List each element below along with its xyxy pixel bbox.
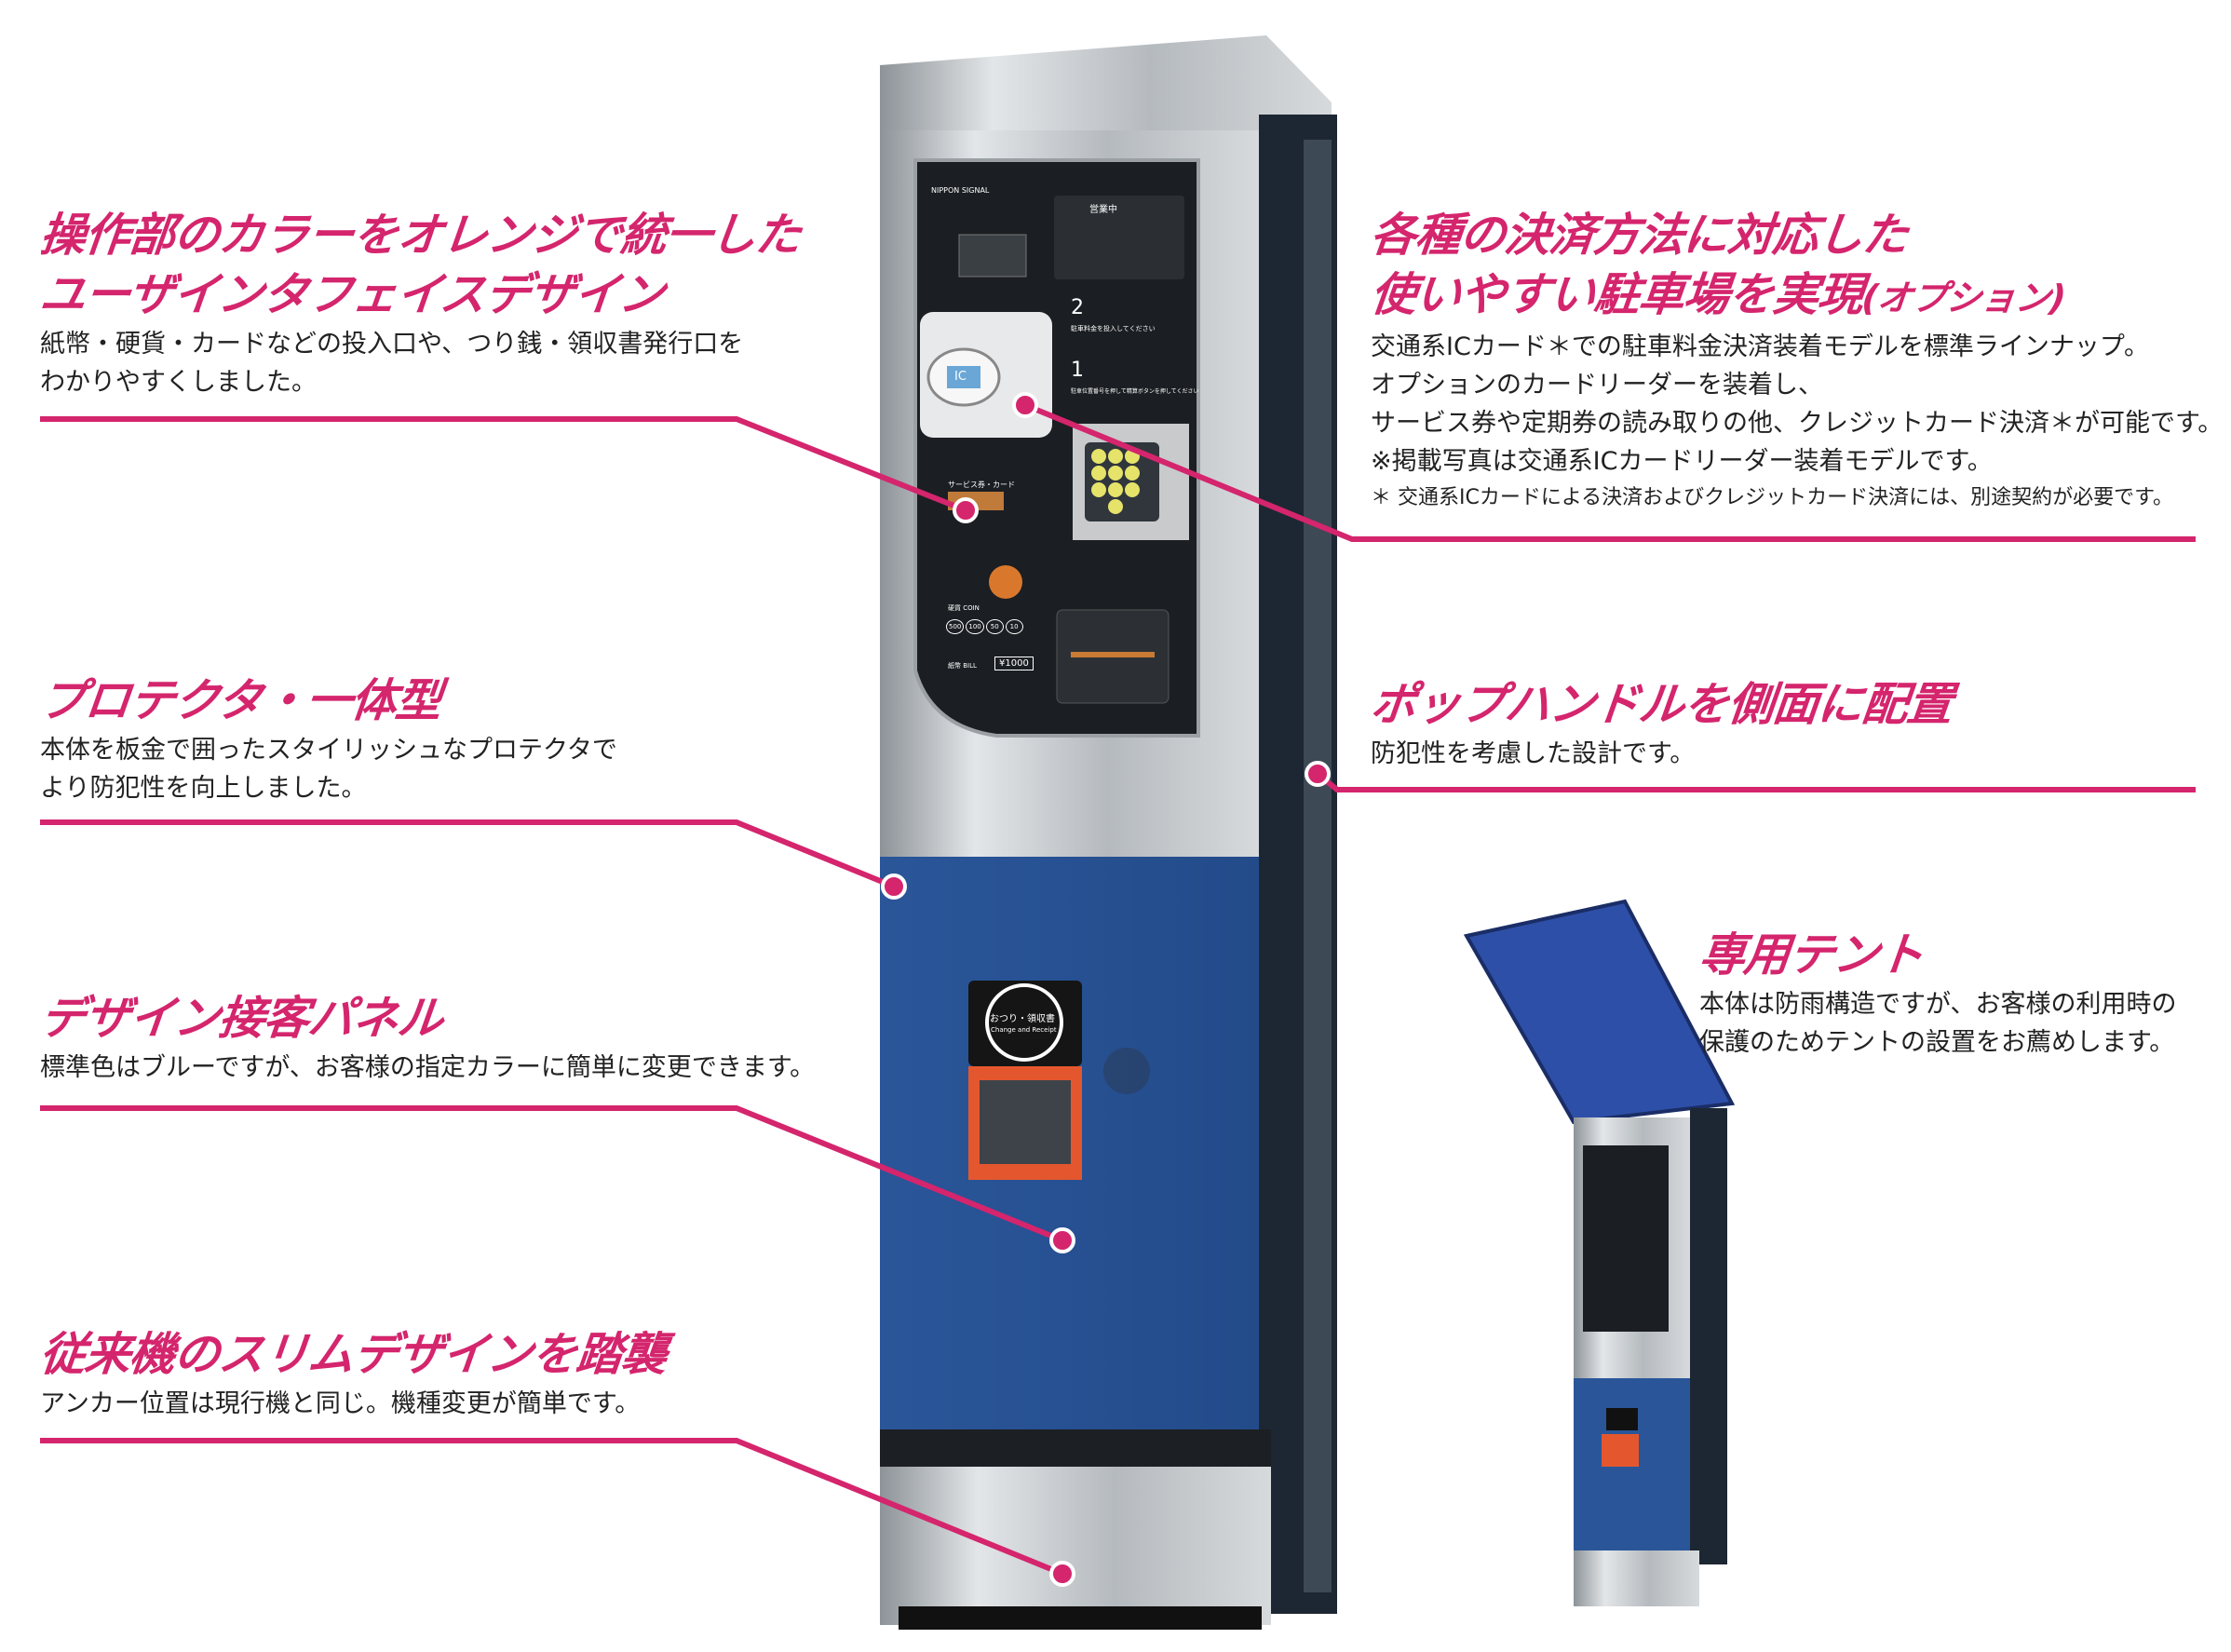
callout-payment: 各種の決済方法に対応した 使いやすい駐車場を実現(オプション) 交通系ICカード… — [1368, 206, 2224, 516]
ic-logo — [947, 366, 980, 388]
callout-body: より防犯性を向上しました。 — [40, 774, 367, 803]
step1-number: 1 — [1071, 359, 1084, 382]
coin-denominations: 500 100 50 10 — [946, 619, 1023, 634]
tent-machine — [1463, 899, 1736, 1606]
display-window — [958, 234, 1027, 278]
leader-payment — [1023, 402, 2196, 542]
main-machine — [880, 35, 1337, 1630]
leader-interface — [40, 416, 967, 513]
callout-heading: 使いやすい駐車場を実現(オプション) — [1368, 268, 2067, 321]
coin-slot — [989, 565, 1022, 599]
callout-body: ※掲載写真は交通系ICカードリーダー装着モデルです。 — [1371, 447, 1993, 476]
callout-heading: 従来機のスリムデザインを踏襲 — [37, 1328, 669, 1381]
callout-heading: ユーザインタフェイスデザイン — [37, 268, 667, 321]
leader-dots — [881, 392, 1331, 1587]
callout-interface: 操作部のカラーをオレンジで統一した ユーザインタフェイスデザイン 紙幣・硬貨・カ… — [37, 206, 803, 401]
bill-label: 紙幣 BILL — [948, 662, 977, 670]
step2-text: 駐車料金を投入してください — [1071, 325, 1156, 332]
callout-heading: プロテクタ・一体型 — [37, 674, 444, 727]
callout-heading: デザイン接客パネル — [37, 992, 446, 1045]
brand-label: NIPPON SIGNAL — [931, 186, 990, 195]
status-label: 営業中 — [1089, 205, 1117, 215]
callout-heading: ポップハンドルを側面に配置 — [1368, 678, 1955, 731]
leader-protector — [40, 819, 896, 889]
callout-slim: 従来機のスリムデザインを踏襲 アンカー位置は現行機と同じ。機種変更が簡単です。 — [37, 1325, 669, 1423]
callout-body: アンカー位置は現行機と同じ。機種変更が簡単です。 — [40, 1389, 641, 1418]
callout-body: 防犯性を考慮した設計です。 — [1371, 739, 1696, 768]
callout-body: 本体は防雨構造ですが、お客様の利用時の — [1699, 990, 2177, 1019]
callout-heading: 操作部のカラーをオレンジで統一した — [37, 209, 804, 262]
callout-body: 標準色はブルーですが、お客様の指定カラーに簡単に変更できます。 — [40, 1053, 816, 1082]
ic-label: IC — [954, 370, 967, 384]
leader-handle — [1316, 771, 2196, 792]
callout-body: サービス券や定期券の読み取りの他、クレジットカード決済＊が可能です。 — [1371, 409, 2224, 438]
callout-protector: プロテクタ・一体型 本体を板金で囲ったスタイリッシュなプロテクタで より防犯性を… — [37, 671, 617, 807]
step2-number: 2 — [1071, 296, 1084, 319]
callout-tent: 専用テント 本体は防雨構造ですが、お客様の利用時の 保護のためテントの設置をお薦… — [1697, 926, 2177, 1062]
callout-body: 交通系ICカード＊での駐車料金決済装着モデルを標準ラインナップ。 — [1371, 332, 2150, 361]
top-cap — [880, 35, 1332, 130]
ticket-slot-label: サービス券・カード — [948, 481, 1015, 489]
callout-body: 本体を板金で囲ったスタイリッシュなプロテクタで — [40, 736, 617, 765]
callout-heading: 専用テント — [1697, 928, 1927, 982]
change-label: おつり・領収書 — [990, 1014, 1055, 1024]
bill-value: ¥1000 — [994, 657, 1034, 670]
leader-lines — [40, 402, 2196, 1577]
tent-canopy — [1463, 899, 1736, 1125]
keypad — [1085, 442, 1159, 521]
step1-text: 駐車位置番号を押して精算ボタンを押してください — [1071, 388, 1199, 395]
callout-heading: 各種の決済方法に対応した — [1368, 209, 1911, 262]
callout-footnote: ＊ 交通系ICカードによる決済およびクレジットカード決済には、別途契約が必要です… — [1371, 486, 2173, 509]
callout-handle: ポップハンドルを側面に配置 防犯性を考慮した設計です。 — [1368, 675, 1955, 773]
leader-panel — [40, 1105, 1064, 1243]
speaker-grille — [1103, 1048, 1150, 1094]
option-note: (オプション) — [1859, 278, 2067, 318]
control-panel — [913, 158, 1200, 738]
change-label-en: Change and Receipt — [991, 1026, 1057, 1034]
leader-slim — [40, 1438, 1064, 1577]
callout-body: 紙幣・硬貨・カードなどの投入口や、つり銭・領収書発行口を — [40, 330, 744, 359]
status-board — [1054, 196, 1184, 279]
callout-panel: デザイン接客パネル 標準色はブルーですが、お客様の指定カラーに簡単に変更できます… — [37, 989, 816, 1087]
coin-label: 硬貨 COIN — [948, 604, 980, 612]
callout-body: わかりやすくしました。 — [40, 368, 317, 397]
callout-body: 保護のためテントの設置をお薦めします。 — [1699, 1028, 2175, 1057]
callout-body: オプションのカードリーダーを装着し、 — [1371, 371, 1823, 399]
